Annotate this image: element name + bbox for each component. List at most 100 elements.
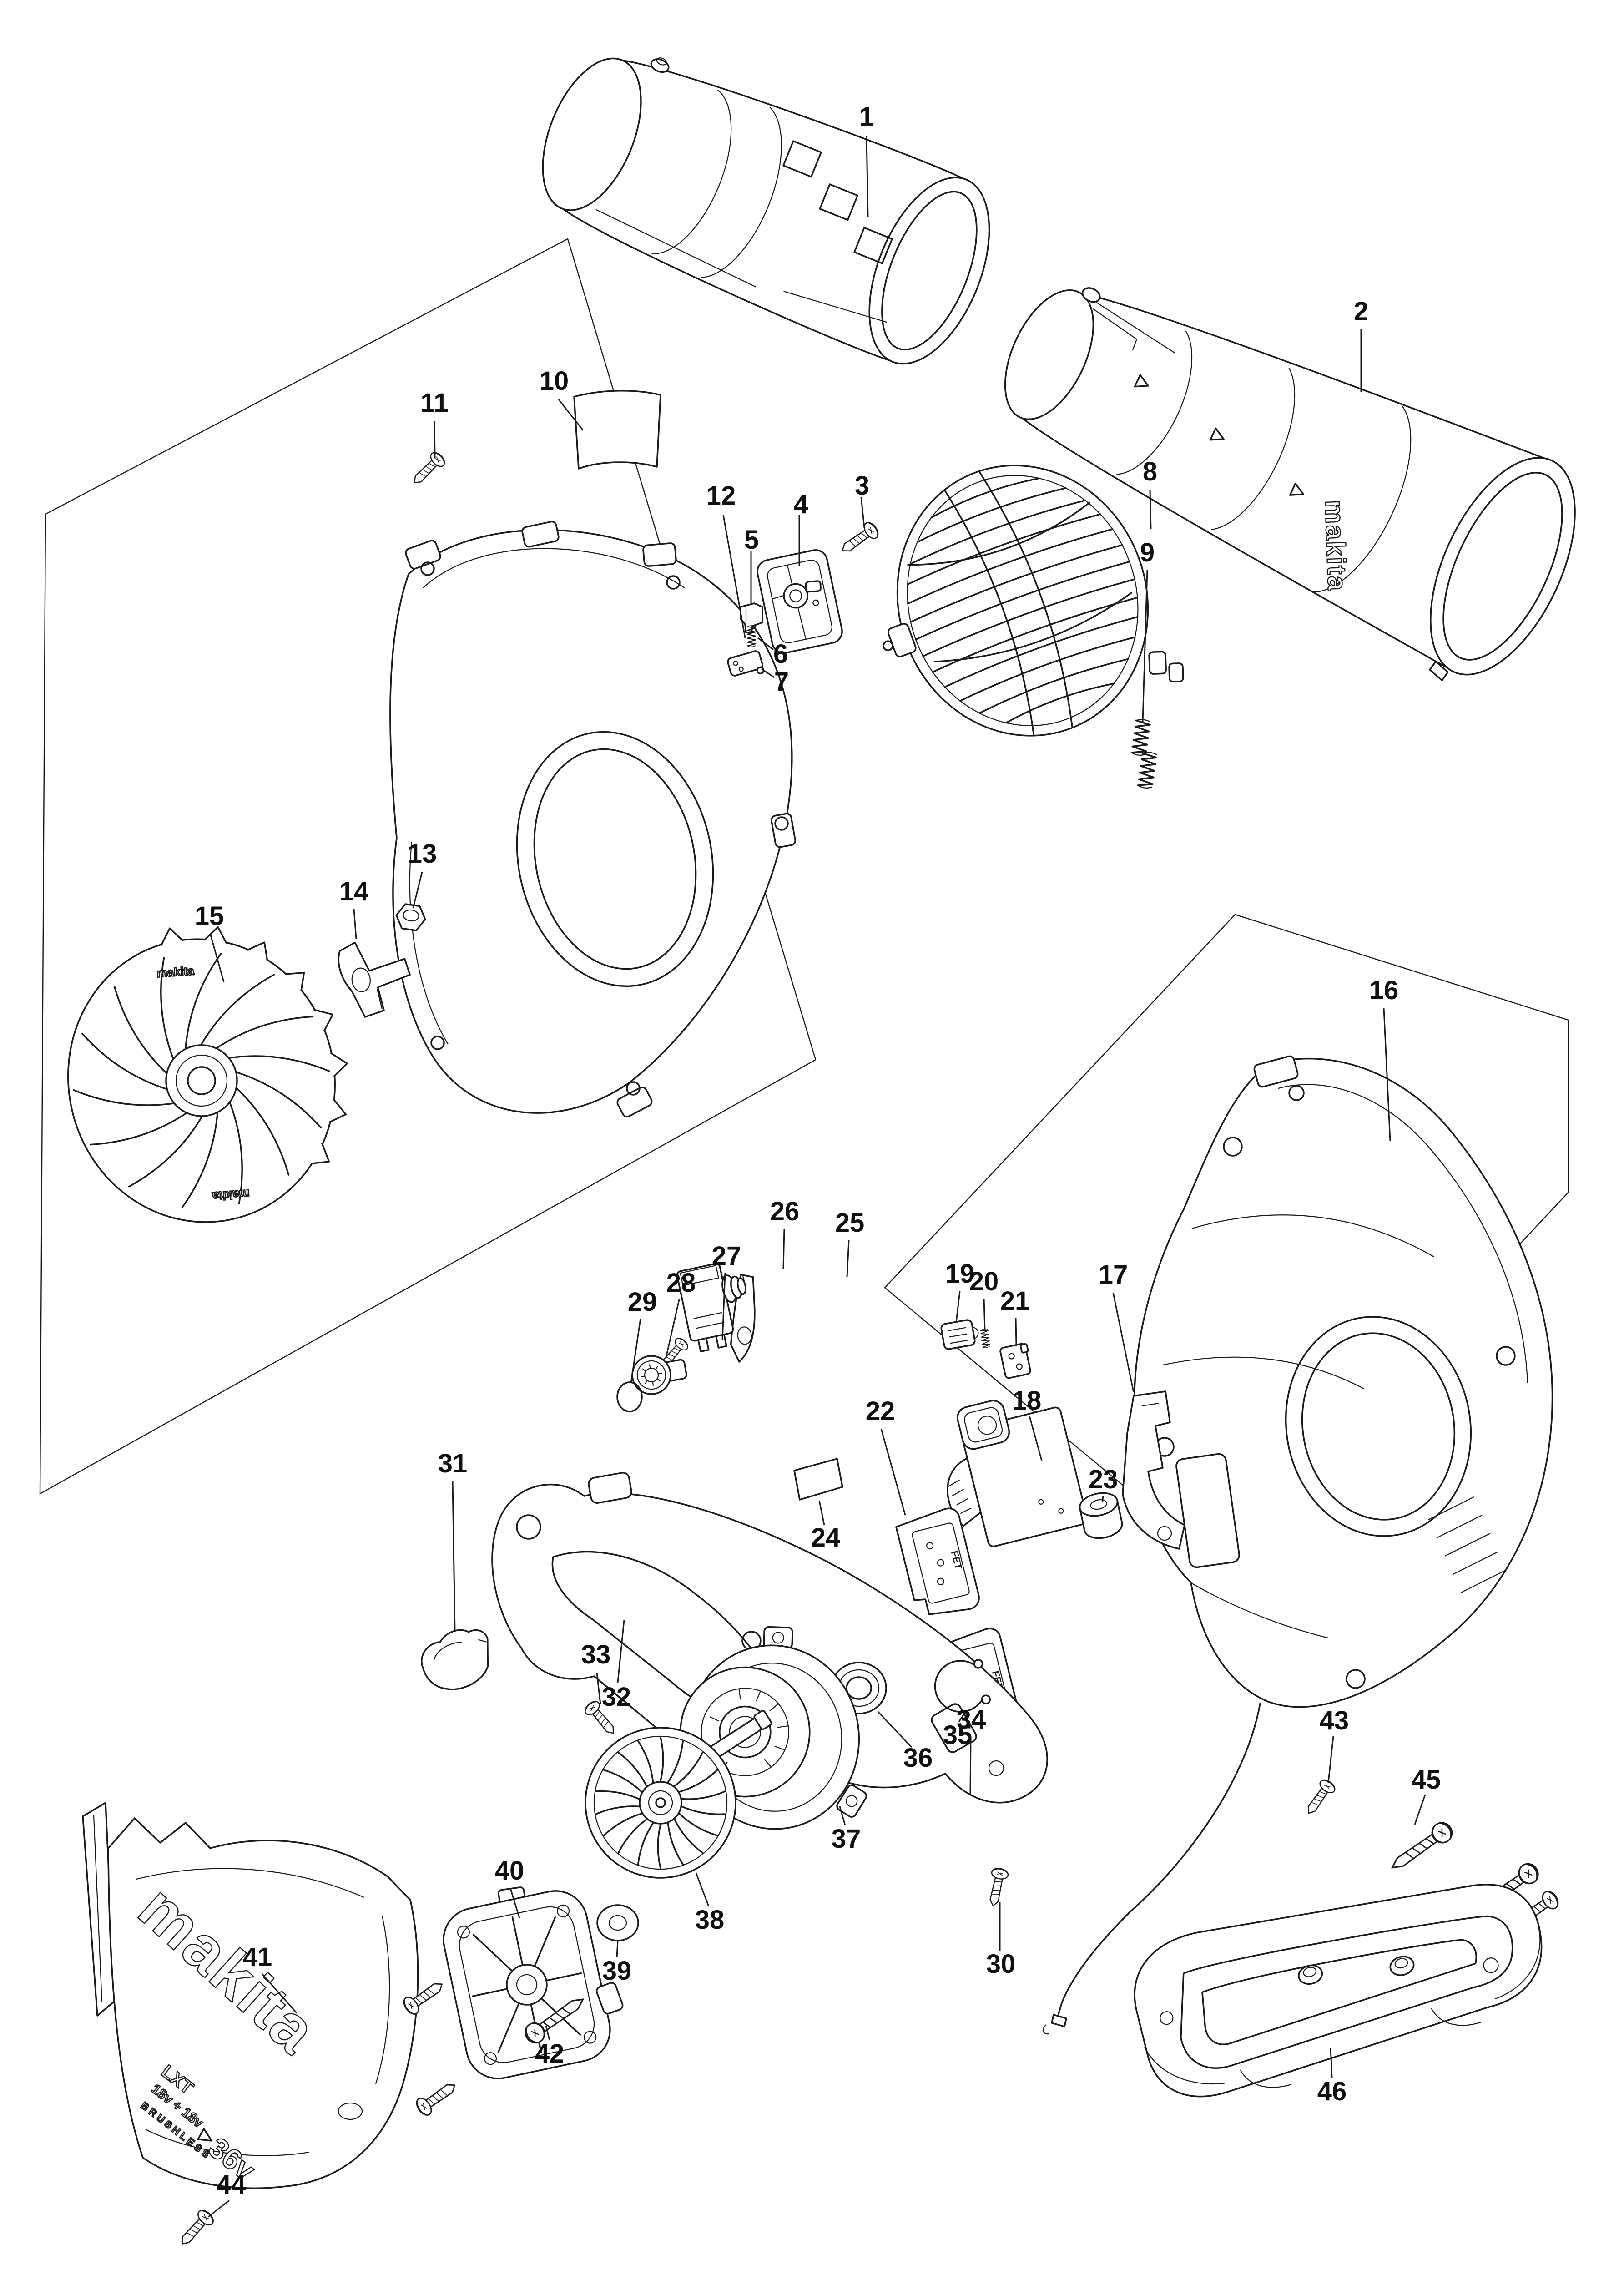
decorative-line (667, 1822, 684, 1866)
part-12-fan-cover (389, 521, 796, 1118)
part-label-9: 9 (1140, 538, 1155, 567)
decorative-line (160, 927, 184, 946)
leader-line-32 (617, 1619, 625, 1683)
part-label-40: 40 (495, 1856, 525, 1886)
decorative-line (235, 1087, 290, 1176)
part-label-38: 38 (695, 1905, 725, 1935)
part-label-7: 7 (774, 667, 789, 697)
part-label-34: 34 (957, 1705, 986, 1734)
part-label-19: 19 (945, 1259, 975, 1289)
decorative-line (73, 1089, 175, 1106)
reference-plane-left (39, 238, 817, 1495)
part-label-11: 11 (420, 388, 448, 418)
part-label-30: 30 (986, 1949, 1016, 1979)
part-45-screw-a (1387, 1819, 1456, 1876)
decorative-line (681, 1790, 726, 1800)
leader-line-13 (412, 871, 423, 909)
leader-line-41 (261, 1973, 298, 2013)
decorative-line (203, 926, 227, 944)
part-18-controller (947, 1400, 1088, 1547)
decorative-line (330, 1052, 348, 1077)
decorative-line (89, 1112, 188, 1146)
fan-logo-bottom: makita (212, 1187, 250, 1203)
part-label-14: 14 (339, 877, 369, 906)
part-label-22: 22 (866, 1396, 895, 1426)
decorative-line (247, 941, 268, 961)
decorative-line (235, 1071, 322, 1129)
part-46-protector-base (1134, 1884, 1543, 2098)
decorative-line (603, 1813, 643, 1836)
leader-line-15 (209, 933, 225, 982)
part-2-blower-pipe: makita (1004, 287, 1576, 682)
part-7-lever-plate (727, 650, 765, 677)
decorative-line (944, 616, 1139, 688)
part-10-label (573, 390, 661, 470)
part-15-fan-impeller: makita makita (67, 926, 348, 1223)
decorative-line (915, 561, 1130, 641)
part-label-8: 8 (1143, 457, 1157, 486)
leader-line-45 (1414, 1794, 1426, 1825)
decorative-line (215, 1016, 314, 1049)
decorative-line (678, 1769, 718, 1793)
leader-line-34 (969, 1737, 972, 1794)
part-label-43: 43 (1320, 1706, 1349, 1735)
part-43-screw (1301, 1777, 1338, 1819)
part-label-17: 17 (1099, 1260, 1128, 1289)
fan-logo-top: makita (156, 964, 195, 980)
pipe-logo-text: makita (1319, 500, 1352, 592)
part-label-2: 2 (1354, 297, 1368, 326)
leader-line-36 (877, 1711, 913, 1748)
decorative-line (930, 477, 1040, 519)
part-39-washer (596, 1904, 639, 1941)
decorative-line (907, 513, 1101, 586)
decorative-line (285, 971, 305, 991)
leader-line-25 (846, 1240, 850, 1277)
part-label-18: 18 (1012, 1386, 1042, 1416)
part-label-44: 44 (217, 2170, 246, 2199)
decorative-line (910, 544, 1123, 623)
part-label-24: 24 (811, 1523, 841, 1552)
decorative-line (603, 1769, 643, 1793)
leader-line-35 (958, 1710, 967, 1722)
leader-line-12 (722, 515, 746, 638)
part-20-spring (979, 1328, 991, 1349)
leader-line-44 (208, 2199, 230, 2218)
part-label-36: 36 (903, 1743, 933, 1773)
part-24-sponge-pad (793, 1458, 843, 1501)
part-label-4: 4 (794, 490, 808, 519)
leader-line-31 (452, 1481, 456, 1632)
leader-line-24 (818, 1500, 825, 1526)
leader-line-42 (545, 2025, 550, 2041)
part-label-39: 39 (602, 1956, 632, 1986)
leader-lines (208, 136, 1426, 2218)
part-14-stopper-lever (338, 941, 411, 1018)
leader-line-38 (695, 1872, 710, 1907)
decorative-line (311, 1143, 330, 1164)
part-label-42: 42 (535, 2039, 565, 2068)
decorative-line (657, 1824, 661, 1869)
decorative-line (681, 1805, 726, 1815)
decorative-line (229, 1101, 243, 1204)
part-40-motor-bracket (443, 1886, 624, 2079)
part-label-13: 13 (408, 839, 437, 869)
decorative-line (128, 1115, 203, 1188)
decorative-line (181, 1111, 218, 1208)
part-label-15: 15 (195, 901, 224, 931)
part-34-lead-wire (1042, 1703, 1261, 2035)
leader-line-39 (616, 1941, 619, 1958)
leader-line-22 (880, 1428, 906, 1516)
decorative-line (916, 487, 1067, 543)
leader-line-3 (860, 496, 865, 528)
part-17-lock-plate (1122, 1390, 1185, 1550)
decorative-line (313, 1009, 334, 1032)
decorative-line (113, 986, 168, 1074)
leader-line-37 (839, 1806, 846, 1826)
leader-line-18 (1029, 1416, 1043, 1461)
part-label-41: 41 (243, 1942, 272, 1972)
decorative-line (228, 1055, 330, 1072)
part-label-33: 33 (581, 1640, 611, 1669)
part-35-retaining-ring (934, 1659, 991, 1713)
part-label-25: 25 (835, 1208, 865, 1238)
